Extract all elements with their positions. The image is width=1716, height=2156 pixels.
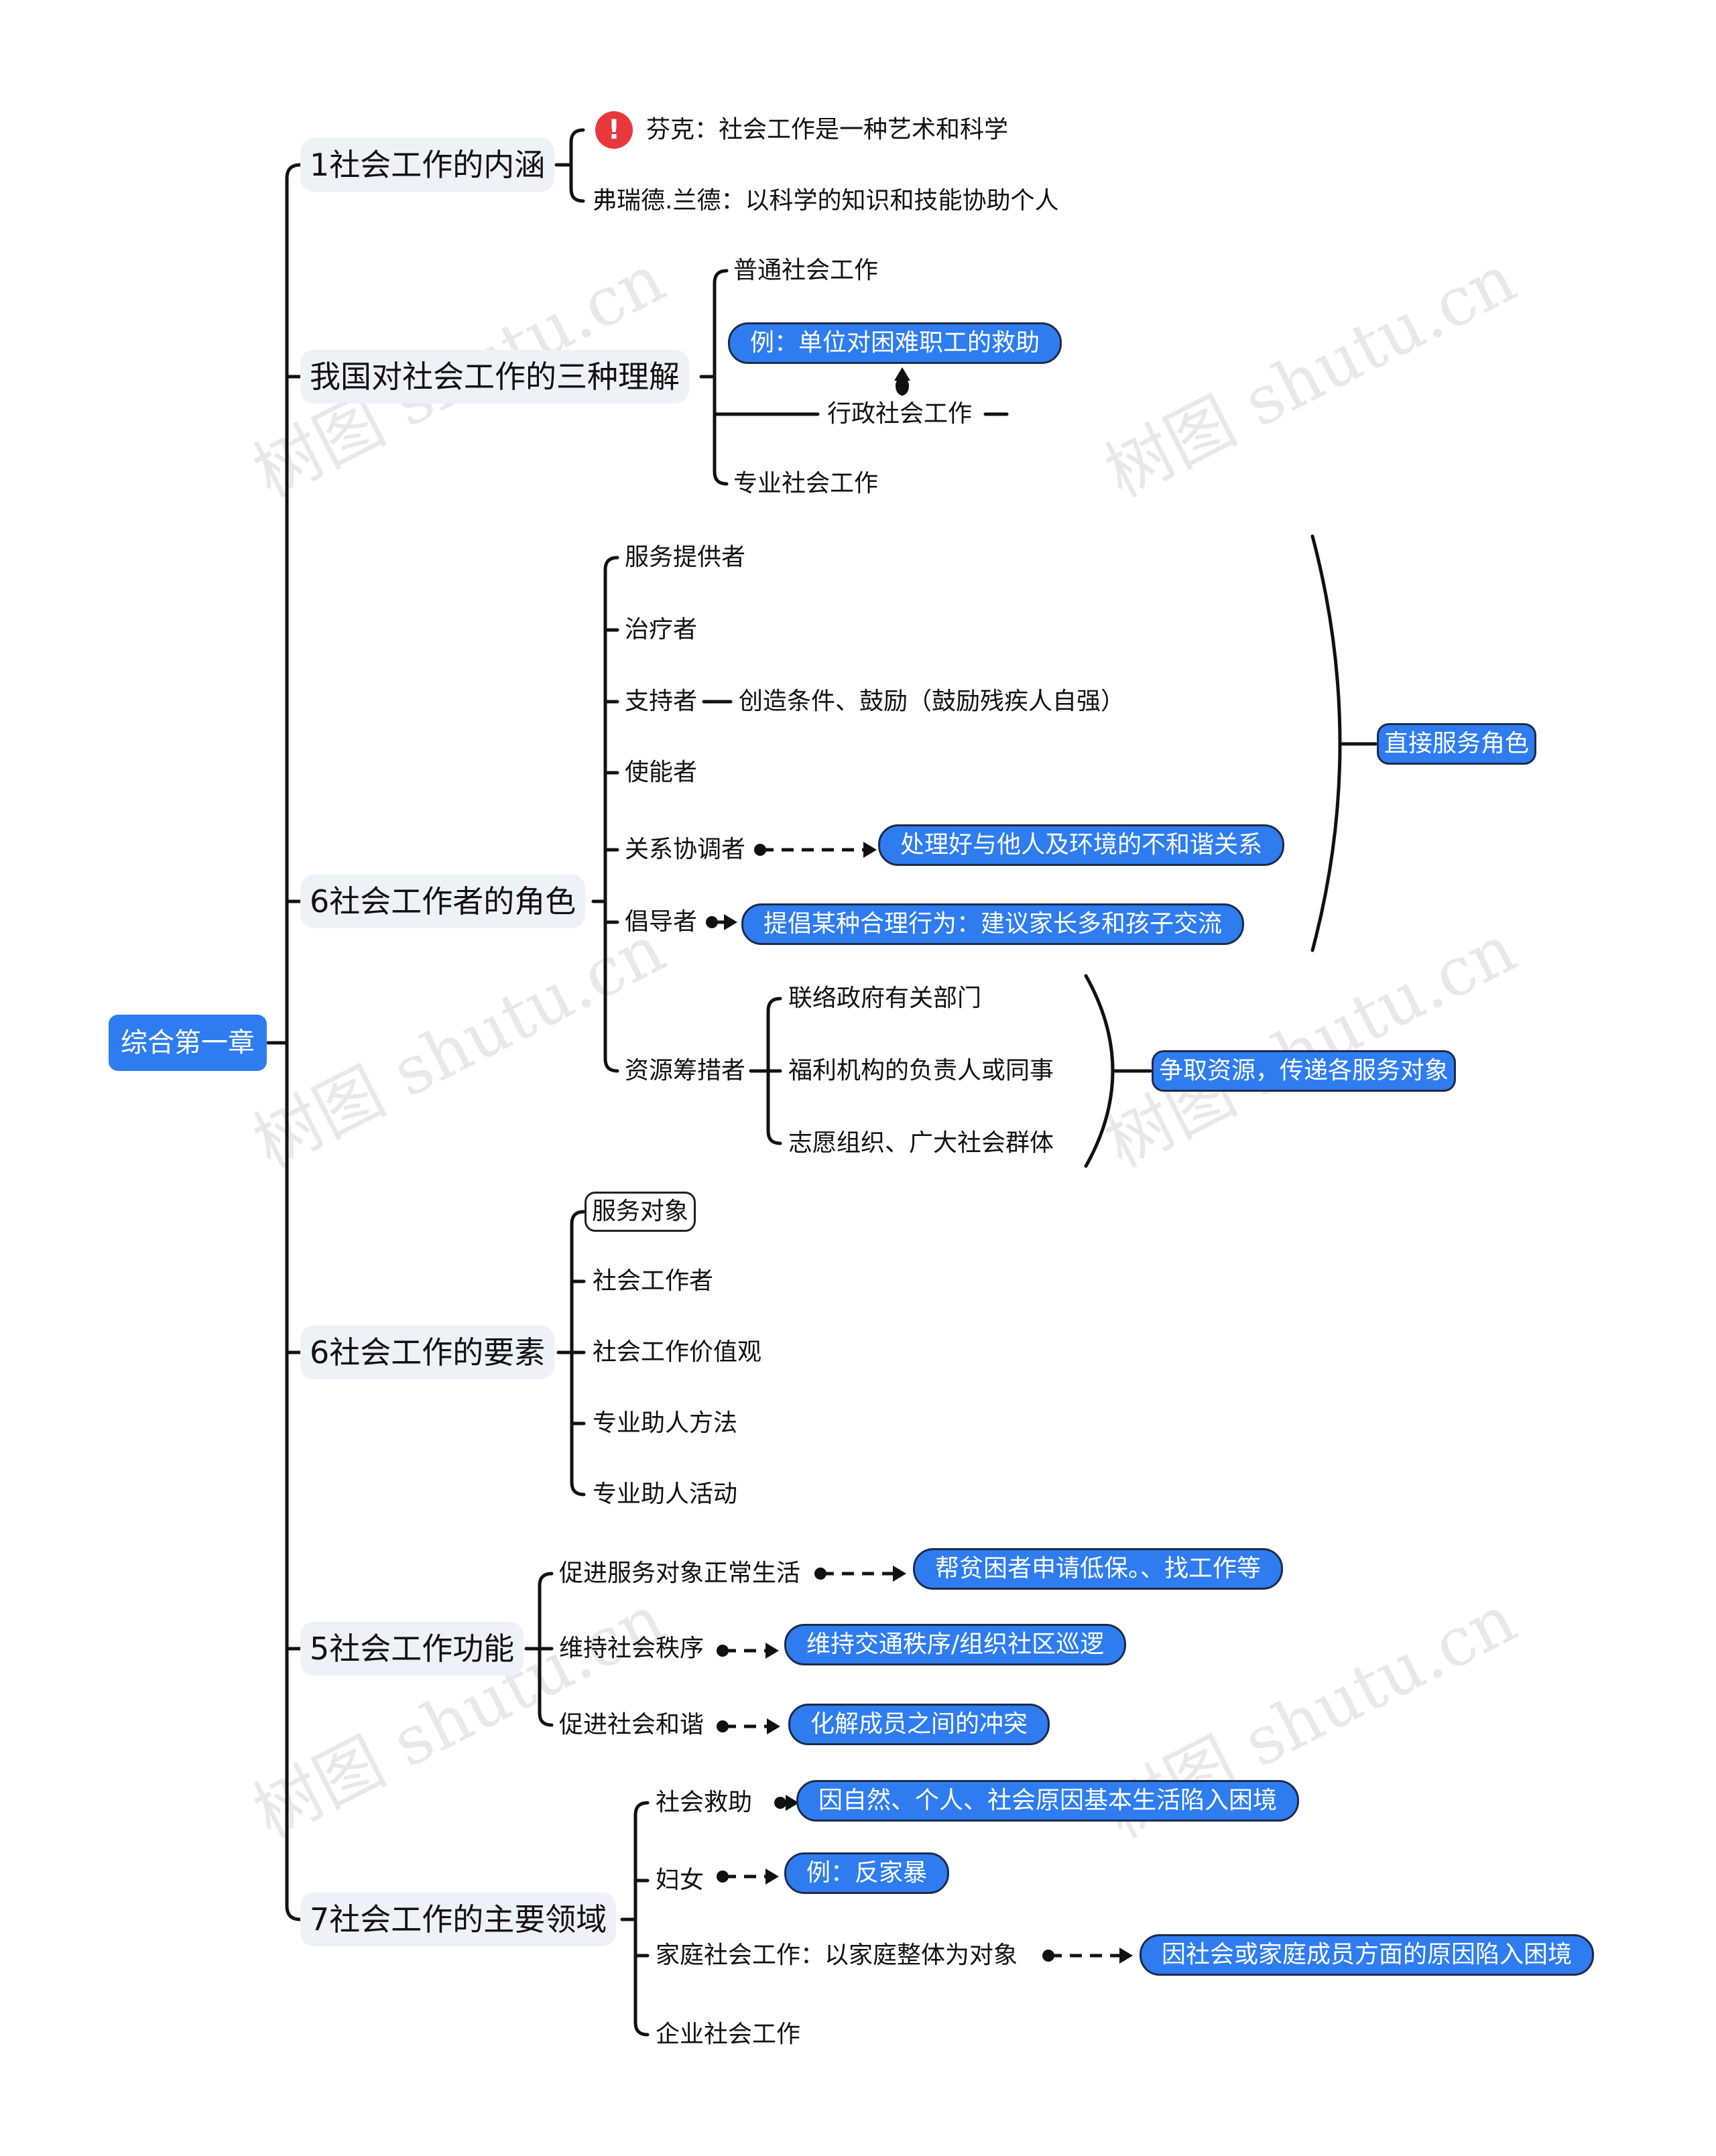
branch-4-title[interactable]: 6社会工作的要素: [300, 1326, 555, 1379]
b6-enterprise[interactable]: 企业社会工作: [656, 2021, 801, 2048]
b3-coordinator-detail[interactable]: 处理好与他人及环境的不和谐关系: [878, 824, 1285, 866]
b3-resource[interactable]: 资源筹措者: [625, 1057, 746, 1084]
b4-values[interactable]: 社会工作价值观: [593, 1338, 762, 1366]
b3-advocate[interactable]: 倡导者: [625, 908, 698, 936]
b6-family-detail[interactable]: 因社会或家庭成员方面的原因陷入困境: [1140, 1934, 1595, 1976]
b5-normal-life[interactable]: 促进服务对象正常生活: [559, 1560, 801, 1587]
b5-order-detail[interactable]: 维持交通秩序/组织社区巡逻: [784, 1624, 1127, 1665]
b2-admin[interactable]: 行政社会工作: [827, 400, 973, 428]
branch-6-title[interactable]: 7社会工作的主要领域: [300, 1893, 617, 1946]
b4-methods[interactable]: 专业助人方法: [593, 1409, 738, 1437]
b6-women-detail[interactable]: 例：反家暴: [784, 1852, 950, 1894]
b1-fink[interactable]: 芬克：社会工作是一种艺术和科学: [646, 116, 1009, 143]
root-topic[interactable]: 综合第一章: [109, 1015, 267, 1071]
b4-worker[interactable]: 社会工作者: [593, 1267, 714, 1295]
b3-therapist[interactable]: 治疗者: [625, 616, 698, 643]
b6-women[interactable]: 妇女: [656, 1866, 704, 1894]
branch-2-title[interactable]: 我国对社会工作的三种理解: [300, 350, 689, 403]
b5-harmony-detail[interactable]: 化解成员之间的冲突: [788, 1704, 1050, 1745]
b3-resource-gov[interactable]: 联络政府有关部门: [788, 985, 982, 1012]
b3-supporter[interactable]: 支持者: [625, 688, 698, 715]
alert-icon: !: [595, 111, 633, 149]
b3-resource-welfare[interactable]: 福利机构的负责人或同事: [788, 1057, 1054, 1084]
b4-client[interactable]: 服务对象: [585, 1192, 696, 1232]
b3-direct-role[interactable]: 直接服务角色: [1377, 723, 1537, 765]
branch-3-title[interactable]: 6社会工作者的角色: [300, 875, 586, 928]
b6-assistance-detail[interactable]: 因自然、个人、社会原因基本生活陷入困境: [796, 1780, 1300, 1822]
b4-activities[interactable]: 专业助人活动: [593, 1480, 738, 1508]
branch-1-title[interactable]: 1社会工作的内涵: [300, 138, 555, 192]
b3-resource-summary[interactable]: 争取资源，传递各服务对象: [1152, 1050, 1457, 1092]
b3-advocate-detail[interactable]: 提倡某种合理行为：建议家长多和孩子交流: [741, 903, 1245, 945]
b3-supporter-detail[interactable]: 创造条件、鼓励（鼓励残疾人自强）: [739, 688, 1125, 715]
b2-professional[interactable]: 专业社会工作: [733, 470, 879, 497]
branch-5-title[interactable]: 5社会工作功能: [300, 1622, 524, 1675]
b5-normal-life-detail[interactable]: 帮贫困者申请低保。、找工作等: [913, 1548, 1284, 1590]
b5-harmony[interactable]: 促进社会和谐: [559, 1711, 704, 1738]
b6-assistance[interactable]: 社会救助: [656, 1789, 753, 1816]
b3-enabler[interactable]: 使能者: [625, 759, 698, 786]
b6-family[interactable]: 家庭社会工作：以家庭整体为对象: [656, 1942, 1018, 1969]
b2-general[interactable]: 普通社会工作: [733, 257, 879, 284]
b3-coordinator[interactable]: 关系协调者: [625, 836, 746, 863]
b3-provider[interactable]: 服务提供者: [625, 544, 746, 571]
b3-resource-volunteer[interactable]: 志愿组织、广大社会群体: [788, 1129, 1054, 1157]
b2-example[interactable]: 例：单位对困难职工的救助: [728, 322, 1062, 364]
b1-friedlander[interactable]: 弗瑞德.兰德：以科学的知识和技能协助个人: [593, 187, 1059, 214]
b5-order[interactable]: 维持社会秩序: [559, 1635, 704, 1662]
